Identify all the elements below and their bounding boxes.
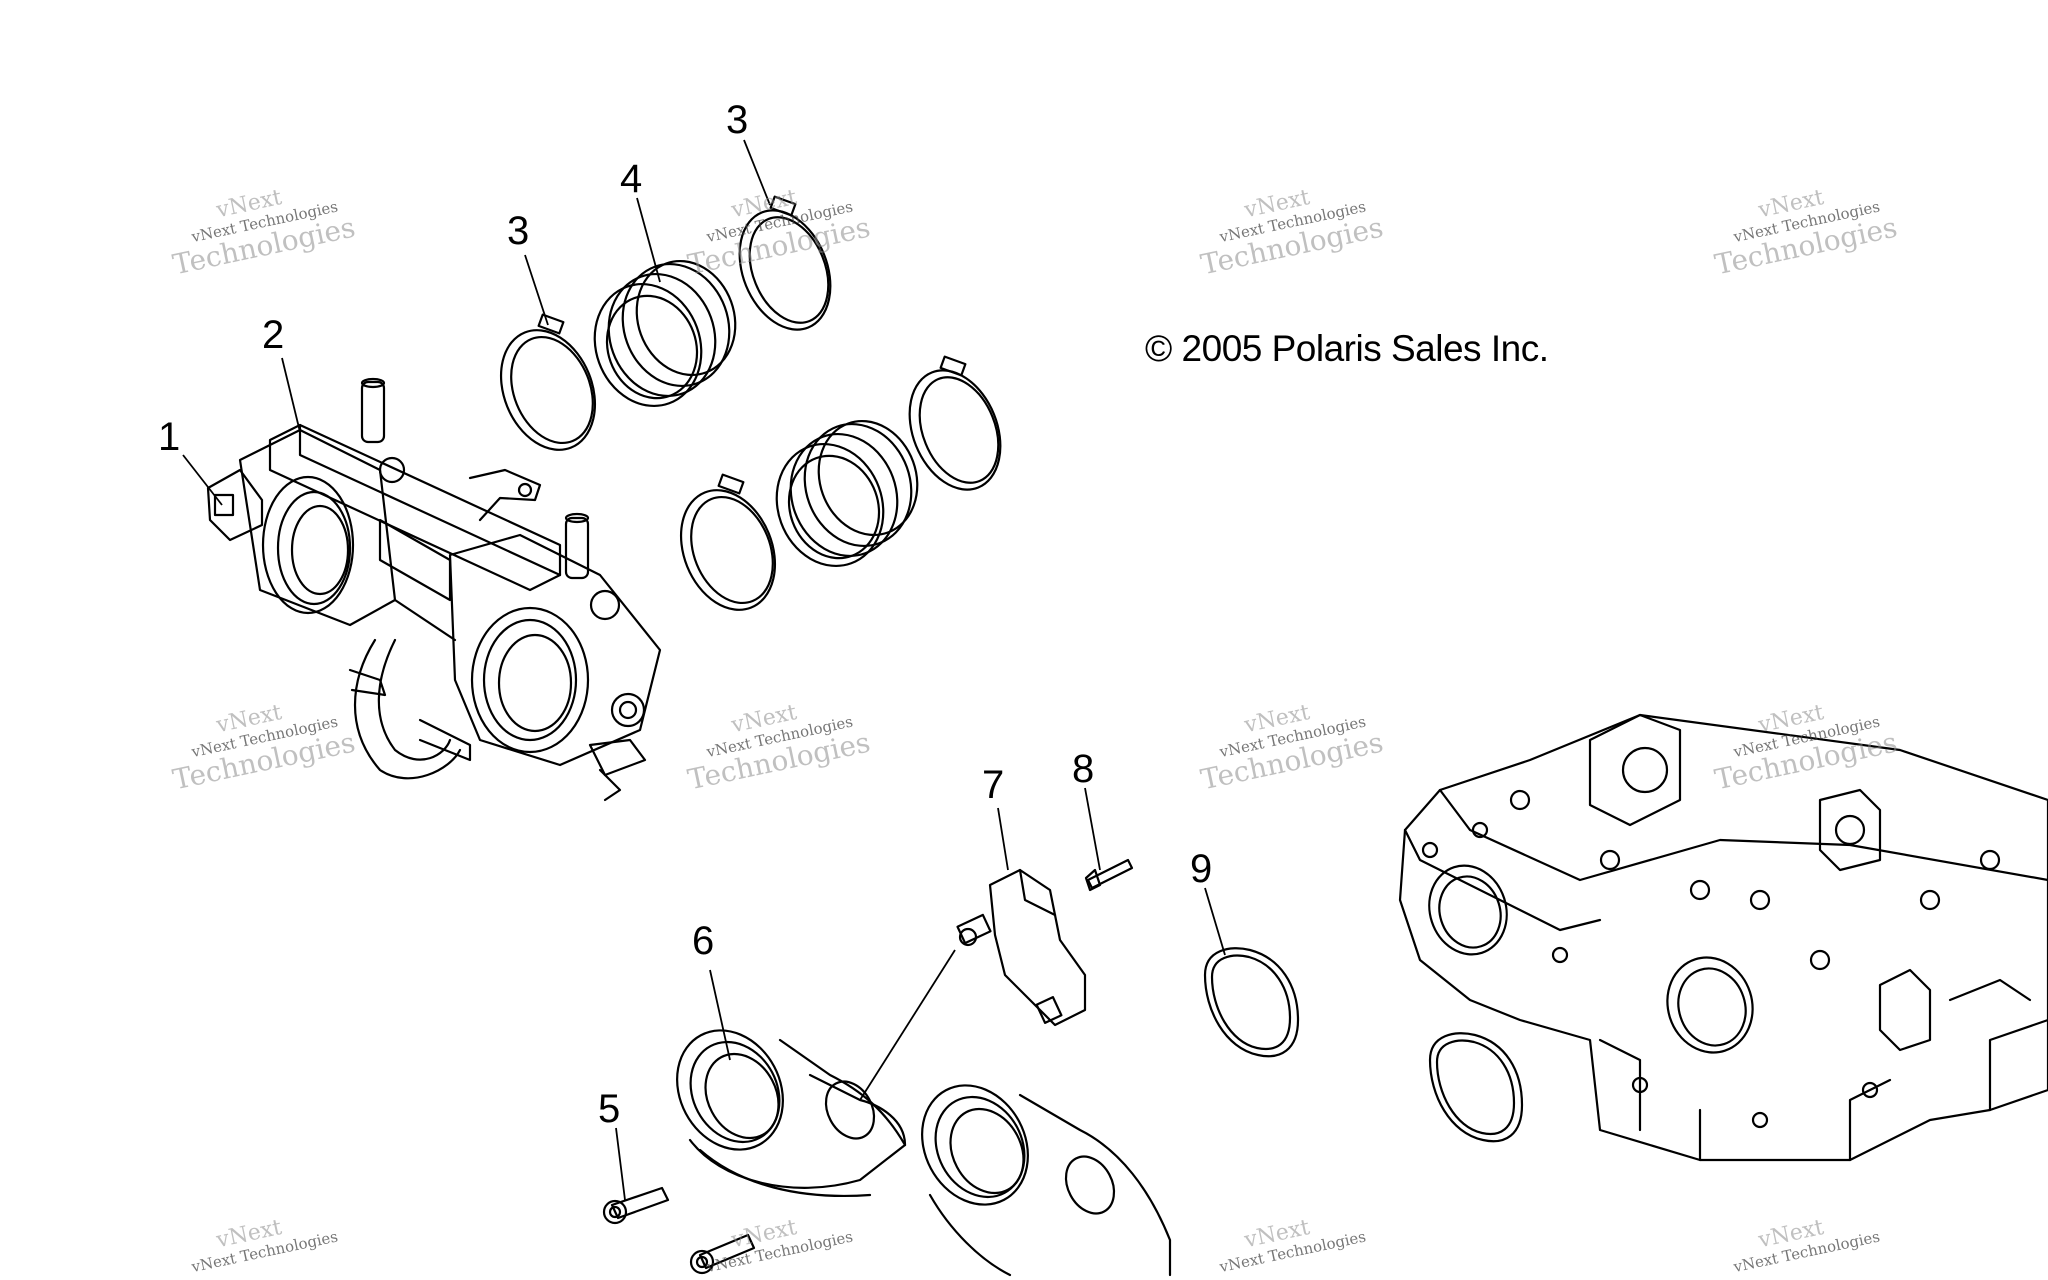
- cylinder-head[interactable]: [1398, 713, 2048, 1162]
- callout-3-right: 3: [726, 98, 748, 142]
- gasket-upper[interactable]: [1203, 947, 1300, 1058]
- intake-boot-upper[interactable]: [578, 247, 751, 421]
- gasket-lower[interactable]: [1428, 1032, 1524, 1143]
- callout-1: 1: [158, 415, 180, 459]
- hose-clamp-upper-right[interactable]: [723, 195, 847, 344]
- callout-numbers: 1 2 3 4 3 5 6 7 8 9: [158, 98, 1212, 1131]
- callout-6: 6: [692, 919, 714, 963]
- intake-adapter-left[interactable]: [657, 1012, 907, 1198]
- hose-clamp-upper-left[interactable]: [484, 313, 612, 464]
- callout-7: 7: [982, 763, 1004, 807]
- hose-clamp-lower-right[interactable]: [893, 355, 1017, 504]
- bolt-lower[interactable]: [689, 1233, 756, 1275]
- callout-5: 5: [598, 1087, 620, 1131]
- copyright-notice: © 2005 Polaris Sales Inc.: [1145, 328, 1549, 369]
- intake-adapter-right[interactable]: [902, 1067, 1172, 1277]
- callout-2: 2: [262, 313, 284, 357]
- bolt-upper[interactable]: [602, 1186, 670, 1225]
- intake-boot-lower[interactable]: [760, 407, 933, 581]
- callout-9: 9: [1190, 847, 1212, 891]
- hose-clamp-lower-left[interactable]: [664, 473, 792, 624]
- callout-3-left: 3: [507, 209, 529, 253]
- map-sensor[interactable]: [956, 868, 1087, 1027]
- throttle-body-assembly[interactable]: [206, 377, 662, 802]
- callout-4: 4: [620, 157, 642, 201]
- screw-small[interactable]: [1084, 858, 1134, 892]
- leader-lines: [182, 139, 1226, 1201]
- callout-8: 8: [1072, 747, 1094, 791]
